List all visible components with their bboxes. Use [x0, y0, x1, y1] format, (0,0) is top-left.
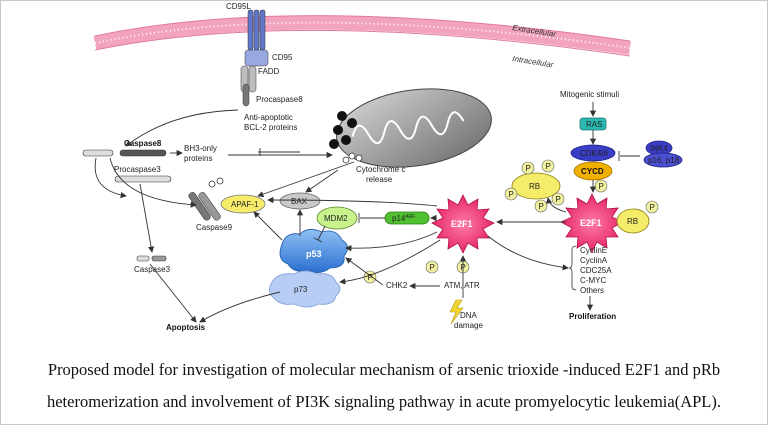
svg-text:P: P [556, 195, 561, 204]
cdk-label: CDK4/6 [580, 149, 609, 158]
phosphate-7: P [645, 200, 659, 214]
target-others: Others [580, 286, 604, 295]
caption-line-1: Proposed model for investigation of mole… [47, 360, 721, 379]
apoptosis-label: Apoptosis [166, 323, 206, 332]
e2f1-center-node [431, 194, 495, 254]
svg-text:P: P [599, 182, 604, 191]
svg-text:P: P [368, 273, 373, 282]
svg-text:P: P [430, 263, 435, 272]
chk2-label: CHK2 [386, 281, 408, 290]
phosphate-4: P [534, 199, 548, 213]
pathway-diagram: Extracellular Intracellular CD95L CD95 F… [82, 2, 683, 332]
phosphate-5: P [551, 192, 565, 206]
mitogenic-stimuli-label: Mitogenic stimuli [560, 90, 619, 99]
anti-apoptotic-label-line2: BCL-2 proteins [244, 123, 297, 132]
cell-membrane [93, 15, 632, 57]
cd95l-label: CD95L [226, 2, 251, 11]
bax-label: BAX [291, 197, 308, 206]
p73-label: p73 [294, 285, 308, 294]
svg-text:P: P [650, 203, 655, 212]
caspase3-label: Caspase3 [134, 265, 171, 274]
caspase3-node [136, 255, 167, 262]
phosphate-2: P [541, 159, 555, 173]
p73-node [269, 270, 341, 308]
procaspase8-label: Procaspase8 [256, 95, 303, 104]
rb-left-node [511, 172, 561, 200]
caption-line-2: heteromerization and involvement of PI3K… [46, 392, 721, 411]
svg-text:P: P [509, 190, 514, 199]
e2f1-right-label: E2F1 [580, 218, 602, 228]
pathway-arrows [94, 102, 640, 323]
p16-p18-label: p16, p18 [648, 156, 680, 165]
ink4-node [643, 140, 683, 168]
bcl2-dots [329, 111, 357, 149]
svg-text:P: P [526, 164, 531, 173]
anti-apoptotic-label-line1: Anti-apoptotic [244, 113, 293, 122]
rb-left-label: RB [529, 182, 540, 191]
target-cycline: CyclinE [580, 246, 607, 255]
cytochrome-c-dots [208, 152, 363, 188]
e2f1-right-node [560, 193, 624, 253]
target-cmyc: C-MYC [580, 276, 606, 285]
proliferation-label: Proliferation [569, 312, 616, 321]
cd95-receptor [240, 9, 269, 107]
rb-right-label: RB [627, 217, 638, 226]
caspase9-node [188, 192, 221, 221]
procaspase3-node [114, 175, 172, 183]
rb-right-node [616, 208, 650, 234]
mitochondrion [336, 88, 492, 168]
target-cyclina: CyclinA [580, 256, 608, 265]
ink4-label: INK4 [650, 144, 668, 153]
e2f1-center-label: E2F1 [451, 219, 473, 229]
atm-atr-label: ATM, ATR [444, 281, 480, 290]
caspase9-label: Caspase9 [196, 223, 233, 232]
dna-damage-label-line2: damage [454, 321, 483, 330]
cycd-label: CYCD [581, 167, 604, 176]
phosphate-1: P [521, 161, 535, 175]
bh3-only-label-line1: BH3-only [184, 144, 217, 153]
bax-node [279, 192, 321, 210]
apaf1-node [220, 194, 266, 214]
caspase8-node [82, 149, 167, 157]
mdm2-node [316, 206, 358, 230]
phosphate-6: P [594, 179, 608, 193]
ras-label: RAS [586, 120, 602, 129]
mdm2-label: MDM2 [324, 214, 348, 223]
p14arf-label: p14ARF [392, 214, 415, 223]
e2f1-target-list: CyclinE CyclinA CDC25A C-MYC Others [568, 245, 612, 295]
p53-label: p53 [306, 249, 322, 259]
fadd-label: FADD [258, 67, 280, 76]
cytochrome-c-label-line2: release [366, 175, 393, 184]
bh3-only-label-line2: proteins [184, 154, 212, 163]
lightning-icon [449, 299, 464, 325]
phosphate-8: P [425, 260, 439, 274]
intracellular-label: Intracellular [512, 54, 555, 69]
p53-node [279, 229, 348, 273]
svg-text:P: P [539, 202, 544, 211]
cd95-label: CD95 [272, 53, 293, 62]
procaspase3-label: Procaspase3 [114, 165, 161, 174]
cytochrome-c-label-line1: Cytochrome c [356, 165, 405, 174]
svg-text:P: P [546, 162, 551, 171]
phosphate-3: P [504, 187, 518, 201]
cdk-node [570, 144, 616, 162]
caspase8-label: Caspase8 [124, 139, 162, 148]
apaf1-label: APAF-1 [231, 200, 259, 209]
dna-damage-label-line1: DNA [460, 311, 478, 320]
target-cdc25a: CDC25A [580, 266, 612, 275]
